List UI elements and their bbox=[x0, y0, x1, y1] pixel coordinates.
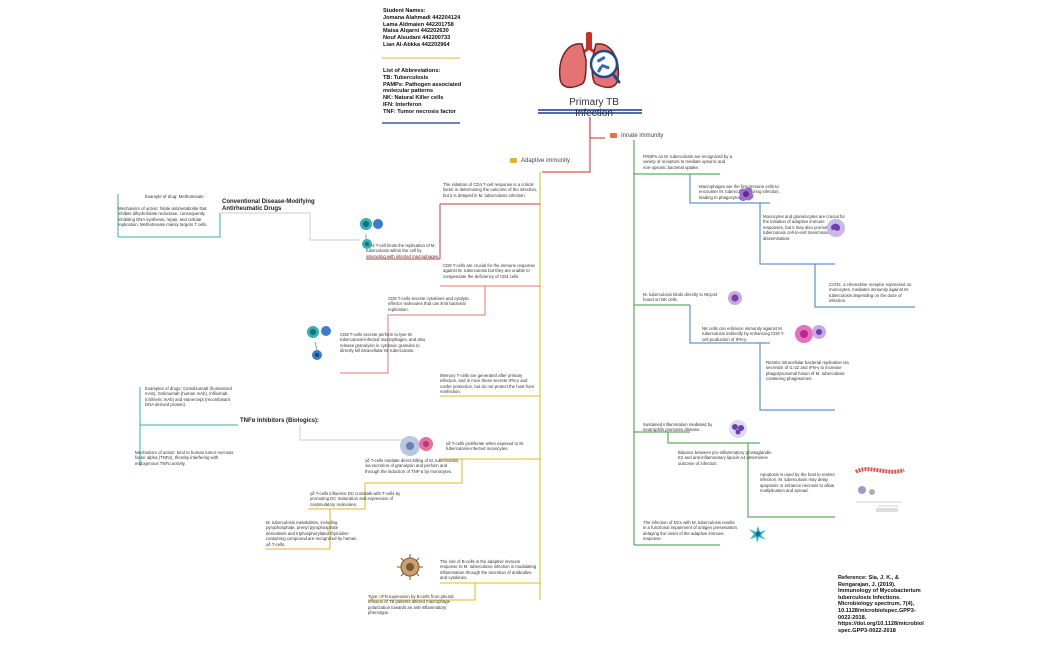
monocyte-icon bbox=[827, 219, 845, 237]
reference-line: tuberculosis Infections. bbox=[838, 594, 901, 601]
adaptive-node: γδ T-cells proliferate when exposed to M… bbox=[446, 441, 525, 452]
nk-cell-icon bbox=[728, 291, 742, 305]
dmard-example: Example of drug: Methotrexate bbox=[145, 194, 204, 199]
reference-line: Reference: Sia, J. K., & bbox=[838, 575, 899, 581]
adaptive-node: CD8 T-cells secrete cytokines and cytoly… bbox=[388, 296, 470, 312]
student-names-block: Student Names: Jomana Alahmadi 442204124… bbox=[383, 8, 493, 49]
branch-innate-label: Innate immunity bbox=[621, 133, 664, 140]
tag-icon bbox=[610, 133, 617, 138]
abbrev-item: TB: Tuberculosis bbox=[383, 74, 429, 81]
adaptive-node: The role of B-cells in the adaptive immu… bbox=[440, 559, 537, 581]
student-name: Maisa Alqarni 442202630 bbox=[383, 28, 449, 35]
innate-node: Restrict intracellular bacterial replica… bbox=[766, 360, 849, 382]
student-name: Nouf Alsudani 442200733 bbox=[383, 35, 451, 42]
apoptosis-diagram-icon bbox=[848, 462, 910, 514]
abbrev-item: TNF: Tumor necrosis factor bbox=[383, 108, 456, 115]
reference-line: https://doi.org/10.1128/microbiol bbox=[838, 621, 924, 628]
tnf-title: TNFα Inhibitors (Biologics): bbox=[240, 418, 320, 424]
b-cell-icon bbox=[397, 554, 423, 580]
central-topic: Primary TB Infection bbox=[569, 97, 619, 119]
students-title: Student Names: bbox=[383, 8, 426, 14]
adaptive-node: γδ T-cells mediate direct killing of M. … bbox=[365, 458, 459, 474]
tag-icon bbox=[510, 158, 517, 163]
abbrev-item: PAMPs: Pathogen associated bbox=[383, 81, 462, 88]
branch-adaptive-label: Adaptive immunity bbox=[521, 158, 571, 165]
student-name: Lian Al-Abkka 442202964 bbox=[383, 41, 450, 48]
reference-line: 0022-2018. bbox=[838, 614, 867, 621]
innate-node: Apoptosis is used by the host to restric… bbox=[760, 472, 835, 494]
student-name: Jomana Alahmadi 442204124 bbox=[383, 14, 461, 21]
reference-line: spec.GPP3-0022-2018 bbox=[838, 627, 896, 634]
tnf-examples: Examples of drugs: Certolizumab (humaniz… bbox=[145, 386, 232, 408]
abbrev-title: List of Abbreviations: bbox=[383, 68, 441, 74]
cd4-macrophage-icon bbox=[360, 218, 383, 249]
nk-cd8-interaction-icon bbox=[795, 325, 826, 343]
tnf-mechanism: Mechanism of action: bind to human tumor… bbox=[135, 450, 234, 466]
innate-node: Balance between pro-inflammatory prostag… bbox=[678, 450, 772, 466]
dendritic-cell-icon bbox=[749, 526, 766, 543]
reference-line: Microbiology spectrum, 7(4), bbox=[838, 601, 915, 608]
reference-block: Reference: Sia, J. K., & Rengarajan, J. … bbox=[838, 575, 950, 634]
gamma-delta-tcell-icon bbox=[400, 436, 433, 456]
dmard-mechanism: Mechanism of action: folate antimetaboli… bbox=[118, 206, 208, 228]
abbrev-item: IFN: Interferon bbox=[383, 101, 422, 108]
adaptive-node: γδ T-cells influence DC crosstalk with T… bbox=[310, 491, 401, 507]
adaptive-node: CD4 T-cell limits the replication of M. … bbox=[366, 243, 440, 259]
innate-node: M. tuberculosis binds directly to NKp44 … bbox=[643, 292, 718, 303]
innate-node: Sustained inflammation mediated by neutr… bbox=[643, 422, 713, 433]
reference-line: Immunology of Mycobacterium bbox=[838, 588, 921, 595]
dmard-title: Conventional Disease-Modifying Antirheum… bbox=[222, 199, 315, 212]
innate-node: The infection of DCs with M. tuberculosi… bbox=[643, 520, 739, 542]
abbreviations-block: List of Abbreviations: TB: Tuberculosis … bbox=[383, 68, 493, 116]
branch-innate: Innate immunity bbox=[610, 133, 663, 139]
adaptive-node: CD8 T-cells are crucial for the immune r… bbox=[443, 263, 535, 279]
adaptive-node: Memory T-cells are generated after prima… bbox=[440, 373, 535, 395]
innate-node: NK cells can enhance immunity against M.… bbox=[702, 326, 785, 342]
adaptive-node: The initiation of CD4 T-cell response is… bbox=[443, 182, 538, 198]
macrophage-icon bbox=[738, 187, 754, 202]
adaptive-node: CD8 T-cells secrete perforin to lyse M. … bbox=[340, 332, 426, 354]
adaptive-node: Type I IFN expression by B-cells from pl… bbox=[368, 594, 454, 616]
lungs-icon bbox=[558, 32, 621, 89]
innate-node: CCR2, a chemokine receptor expressed on … bbox=[829, 282, 912, 304]
adaptive-node: M. tuberculosis metabolites, including p… bbox=[266, 520, 357, 547]
reference-line: 10.1128/microbiolspec.GPP3- bbox=[838, 607, 916, 614]
reference-line: Rengarajan, J. (2019). bbox=[838, 581, 896, 588]
innate-node: Monocytes and granulocytes are crucial f… bbox=[763, 214, 845, 241]
neutrophil-icon bbox=[729, 420, 747, 438]
innate-node: PAMPs on M. tuberculosis are recognized … bbox=[643, 154, 733, 170]
abbrev-item: NK: Natural Killer cells bbox=[383, 95, 444, 102]
branch-adaptive: Adaptive immunity bbox=[510, 158, 570, 164]
cd8-tcell-icon bbox=[307, 326, 331, 360]
student-name: Lama Aldmaien 442201758 bbox=[383, 21, 454, 28]
abbrev-item: molecular patterns bbox=[383, 88, 434, 95]
